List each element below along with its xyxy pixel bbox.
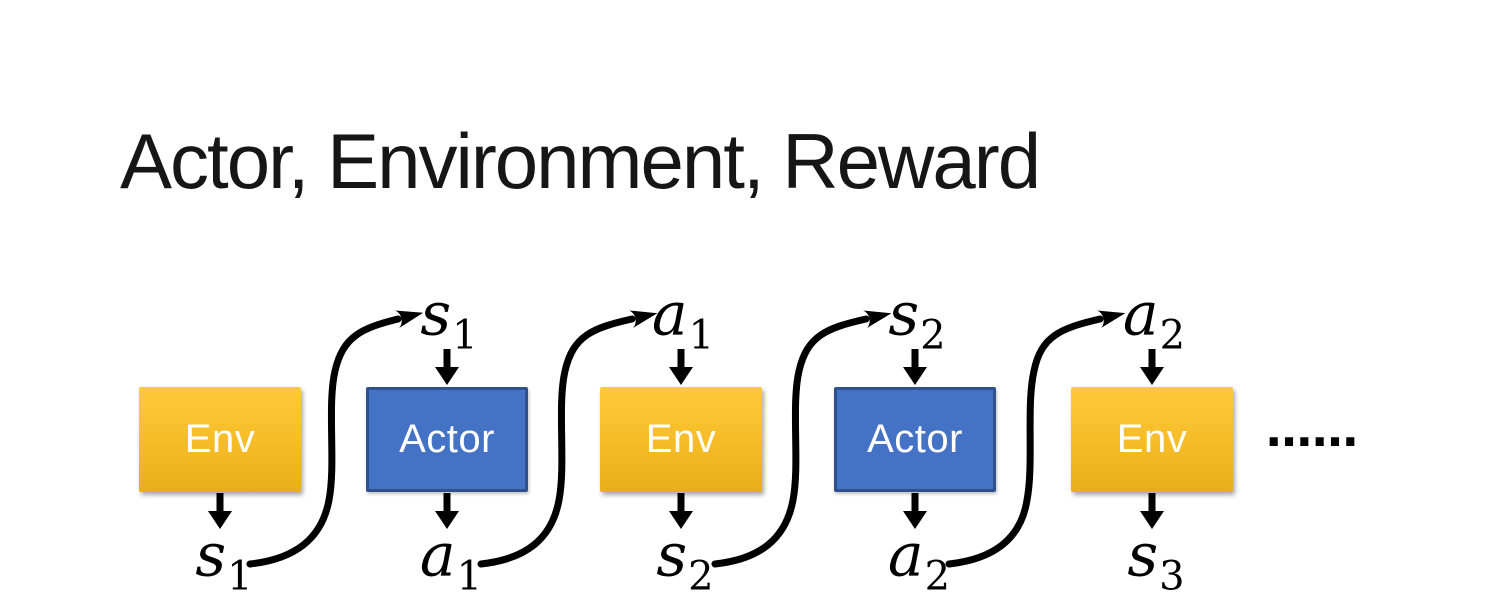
- slide-title: Actor, Environment, Reward: [120, 117, 1041, 205]
- ellipsis-dots: ……: [1266, 403, 1358, 457]
- env-box-2-label: Env: [645, 417, 717, 461]
- actor-box-1-label: Actor: [399, 417, 495, 461]
- label-s1-top: s1: [420, 279, 478, 359]
- env-box-1: Env: [139, 387, 301, 492]
- env-box-2: Env: [600, 387, 762, 492]
- label-a1-top: a1: [651, 279, 715, 359]
- label-a2-bottom: a2: [887, 520, 951, 600]
- env-box-3-label: Env: [1116, 417, 1188, 461]
- label-s1-bottom: s1: [195, 520, 253, 600]
- label-s3-bottom: s3: [1127, 520, 1185, 600]
- actor-box-2-label: Actor: [867, 417, 963, 461]
- label-a2-top: a2: [1122, 279, 1186, 359]
- env-box-1-label: Env: [184, 417, 256, 461]
- actor-box-2: Actor: [834, 387, 996, 492]
- actor-box-1: Actor: [366, 387, 528, 492]
- env-box-3: Env: [1071, 387, 1233, 492]
- label-a1-bottom: a1: [419, 520, 483, 600]
- label-s2-top: s2: [888, 279, 946, 359]
- label-s2-bottom: s2: [656, 520, 714, 600]
